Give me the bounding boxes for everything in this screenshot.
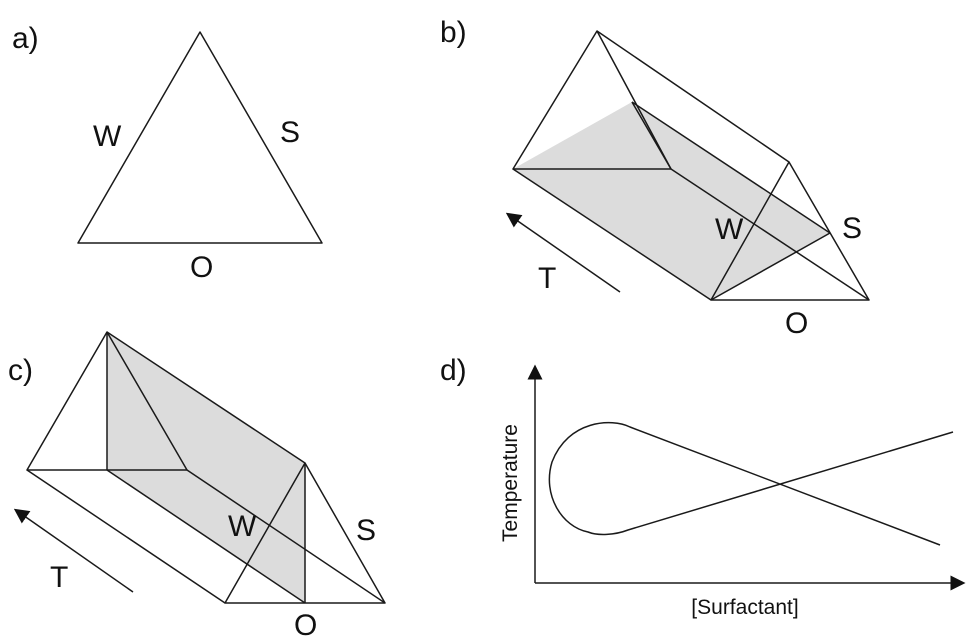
panel-a: a) W S O — [12, 22, 323, 284]
panel-b-letter: b) — [440, 16, 467, 49]
panel-b-surfactant-label: S — [842, 212, 862, 245]
panel-b-shaded-section — [513, 102, 830, 300]
panel-c-prism-edges — [26, 331, 386, 604]
fish-phase-boundary — [548, 421, 954, 546]
panel-c: c) T W S O — [8, 331, 386, 641]
surfactant-axis-label: [Surfactant] — [691, 596, 798, 619]
panel-c-oil-label: O — [294, 609, 317, 641]
panel-d-letter: d) — [440, 354, 467, 387]
panel-a-surfactant-label: S — [280, 116, 300, 149]
panel-c-temperature-label: T — [50, 561, 68, 594]
temperature-axis-label: Temperature — [499, 424, 522, 542]
gibbs-triangle — [77, 31, 323, 244]
panel-a-letter: a) — [12, 22, 39, 55]
panel-d: d) Temperature [Surfactant] — [440, 354, 966, 619]
panel-c-temperature-arrow — [13, 508, 134, 593]
panel-b-temperature-arrow — [505, 212, 621, 293]
panel-c-water-label: W — [228, 510, 257, 543]
panel-c-shaded-section — [107, 332, 305, 603]
panel-b-prism-edges — [512, 30, 870, 301]
panel-c-letter: c) — [8, 354, 33, 387]
panel-b: b) T W S O — [440, 16, 870, 340]
panel-c-surfactant-label: S — [356, 514, 376, 547]
panel-a-water-label: W — [93, 120, 122, 153]
panel-b-oil-label: O — [785, 307, 808, 340]
panel-a-oil-label: O — [190, 251, 213, 284]
panel-b-temperature-label: T — [538, 262, 556, 295]
panel-b-water-label: W — [715, 213, 744, 246]
